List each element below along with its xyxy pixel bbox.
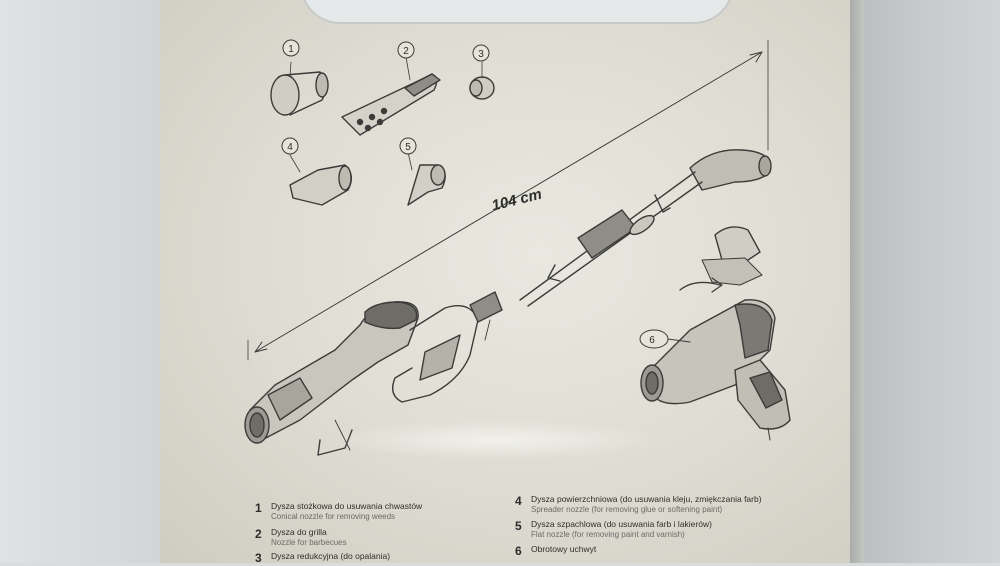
- background-wall-left: [0, 0, 160, 563]
- nozzle-3-reducer: [469, 61, 495, 100]
- callout-1: [282, 39, 300, 57]
- legend-text-pl: Dysza redukcyjna (do opalania): [271, 551, 391, 561]
- callout-2-label: 2: [403, 46, 409, 57]
- legend-number: 4: [515, 494, 522, 508]
- legend-number: 3: [255, 551, 262, 565]
- legend-item-6: 6 Obrotowy uchwyt: [515, 544, 815, 558]
- legend-number: 5: [515, 519, 522, 533]
- legend-item-3: 3 Dysza redukcyjna (do opalania): [255, 551, 485, 565]
- legend-text-en: Conical nozzle for removing weeds: [271, 511, 396, 521]
- legend-text-pl: Dysza powierzchniowa (do usuwania kleju,…: [531, 494, 762, 504]
- legend-text-pl: Dysza do grilla: [271, 527, 327, 537]
- background-wall-right: [840, 0, 1000, 563]
- light-glare: [330, 420, 660, 460]
- legend-text-pl: Obrotowy uchwyt: [531, 544, 597, 554]
- legend-number: 2: [255, 527, 262, 541]
- dimension-arrow: [247, 39, 769, 361]
- legend-number: 1: [255, 501, 262, 515]
- callout-2: [397, 41, 415, 59]
- legend-text-en: Nozzle for barbecues: [271, 537, 347, 547]
- legend-text-pl: Dysza stożkowa do usuwania chwastów: [271, 501, 423, 511]
- nozzle-2-barbecue: [341, 56, 441, 136]
- legend-item-1: 1 Dysza stożkowa do usuwania chwastów Co…: [255, 501, 485, 521]
- callout-4-label: 4: [287, 142, 293, 153]
- callout-5: [399, 137, 417, 155]
- callout-5-label: 5: [405, 142, 411, 153]
- legend-item-5: 5 Dysza szpachlowa (do usuwania farb i l…: [515, 519, 815, 539]
- legend-number: 6: [515, 544, 522, 558]
- rotating-handle-detail: [640, 226, 791, 441]
- legend-item-2: 2 Dysza do grilla Nozzle for barbecues: [255, 527, 485, 547]
- callout-6-label: 6: [649, 335, 655, 346]
- nozzle-5-flat: [407, 151, 446, 206]
- callout-1-label: 1: [288, 44, 294, 55]
- callout-3-label: 3: [478, 49, 484, 60]
- legend-text-en: Spreader nozzle (for removing glue or so…: [531, 504, 723, 514]
- heat-gun-extension-tool: [244, 149, 772, 456]
- callout-3: [472, 44, 490, 62]
- nozzle-1-conical: [270, 61, 329, 116]
- legend-text-en: Flat nozzle (for removing paint and varn…: [531, 529, 685, 539]
- nozzle-4-spreader: [289, 154, 353, 206]
- legend-item-4: 4 Dysza powierzchniowa (do usuwania klej…: [515, 494, 815, 514]
- box-side-edge: [850, 0, 864, 563]
- legend-text-pl: Dysza szpachlowa (do usuwania farb i lak…: [531, 519, 712, 529]
- callout-4: [281, 137, 299, 155]
